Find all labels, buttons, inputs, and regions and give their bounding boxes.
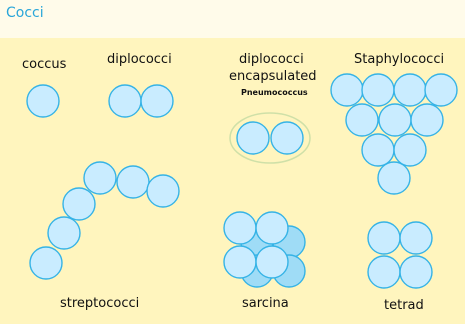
sarcina-cell	[256, 246, 288, 278]
streptococcus-cell	[30, 247, 62, 279]
streptococcus-cell	[48, 217, 80, 249]
staphylococcus-cell	[394, 134, 426, 166]
staphylococcus-cell	[346, 104, 378, 136]
staphylococcus-cell	[362, 134, 394, 166]
staphylococcus-cell	[362, 74, 394, 106]
staphylococcus-cell	[331, 74, 363, 106]
tetrad-cell	[368, 256, 400, 288]
staphylococcus-cell	[394, 74, 426, 106]
tetrad-cell	[400, 222, 432, 254]
tetrad-cell	[400, 256, 432, 288]
sarcina-cell	[224, 212, 256, 244]
sarcina-cell	[256, 212, 288, 244]
streptococcus-cell	[147, 175, 179, 207]
diplococci-cell	[109, 85, 141, 117]
pneumococcus-cell	[237, 122, 269, 154]
sarcina-cell	[224, 246, 256, 278]
diplococci-cell	[141, 85, 173, 117]
staphylococcus-cell	[379, 104, 411, 136]
streptococcus-cell	[117, 166, 149, 198]
staphylococcus-cell	[411, 104, 443, 136]
streptococcus-cell	[84, 162, 116, 194]
staphylococcus-cell	[425, 74, 457, 106]
tetrad-cell	[368, 222, 400, 254]
pneumococcus-cell	[271, 122, 303, 154]
staphylococcus-cell	[378, 162, 410, 194]
coccus-cell	[27, 85, 59, 117]
streptococcus-cell	[63, 188, 95, 220]
